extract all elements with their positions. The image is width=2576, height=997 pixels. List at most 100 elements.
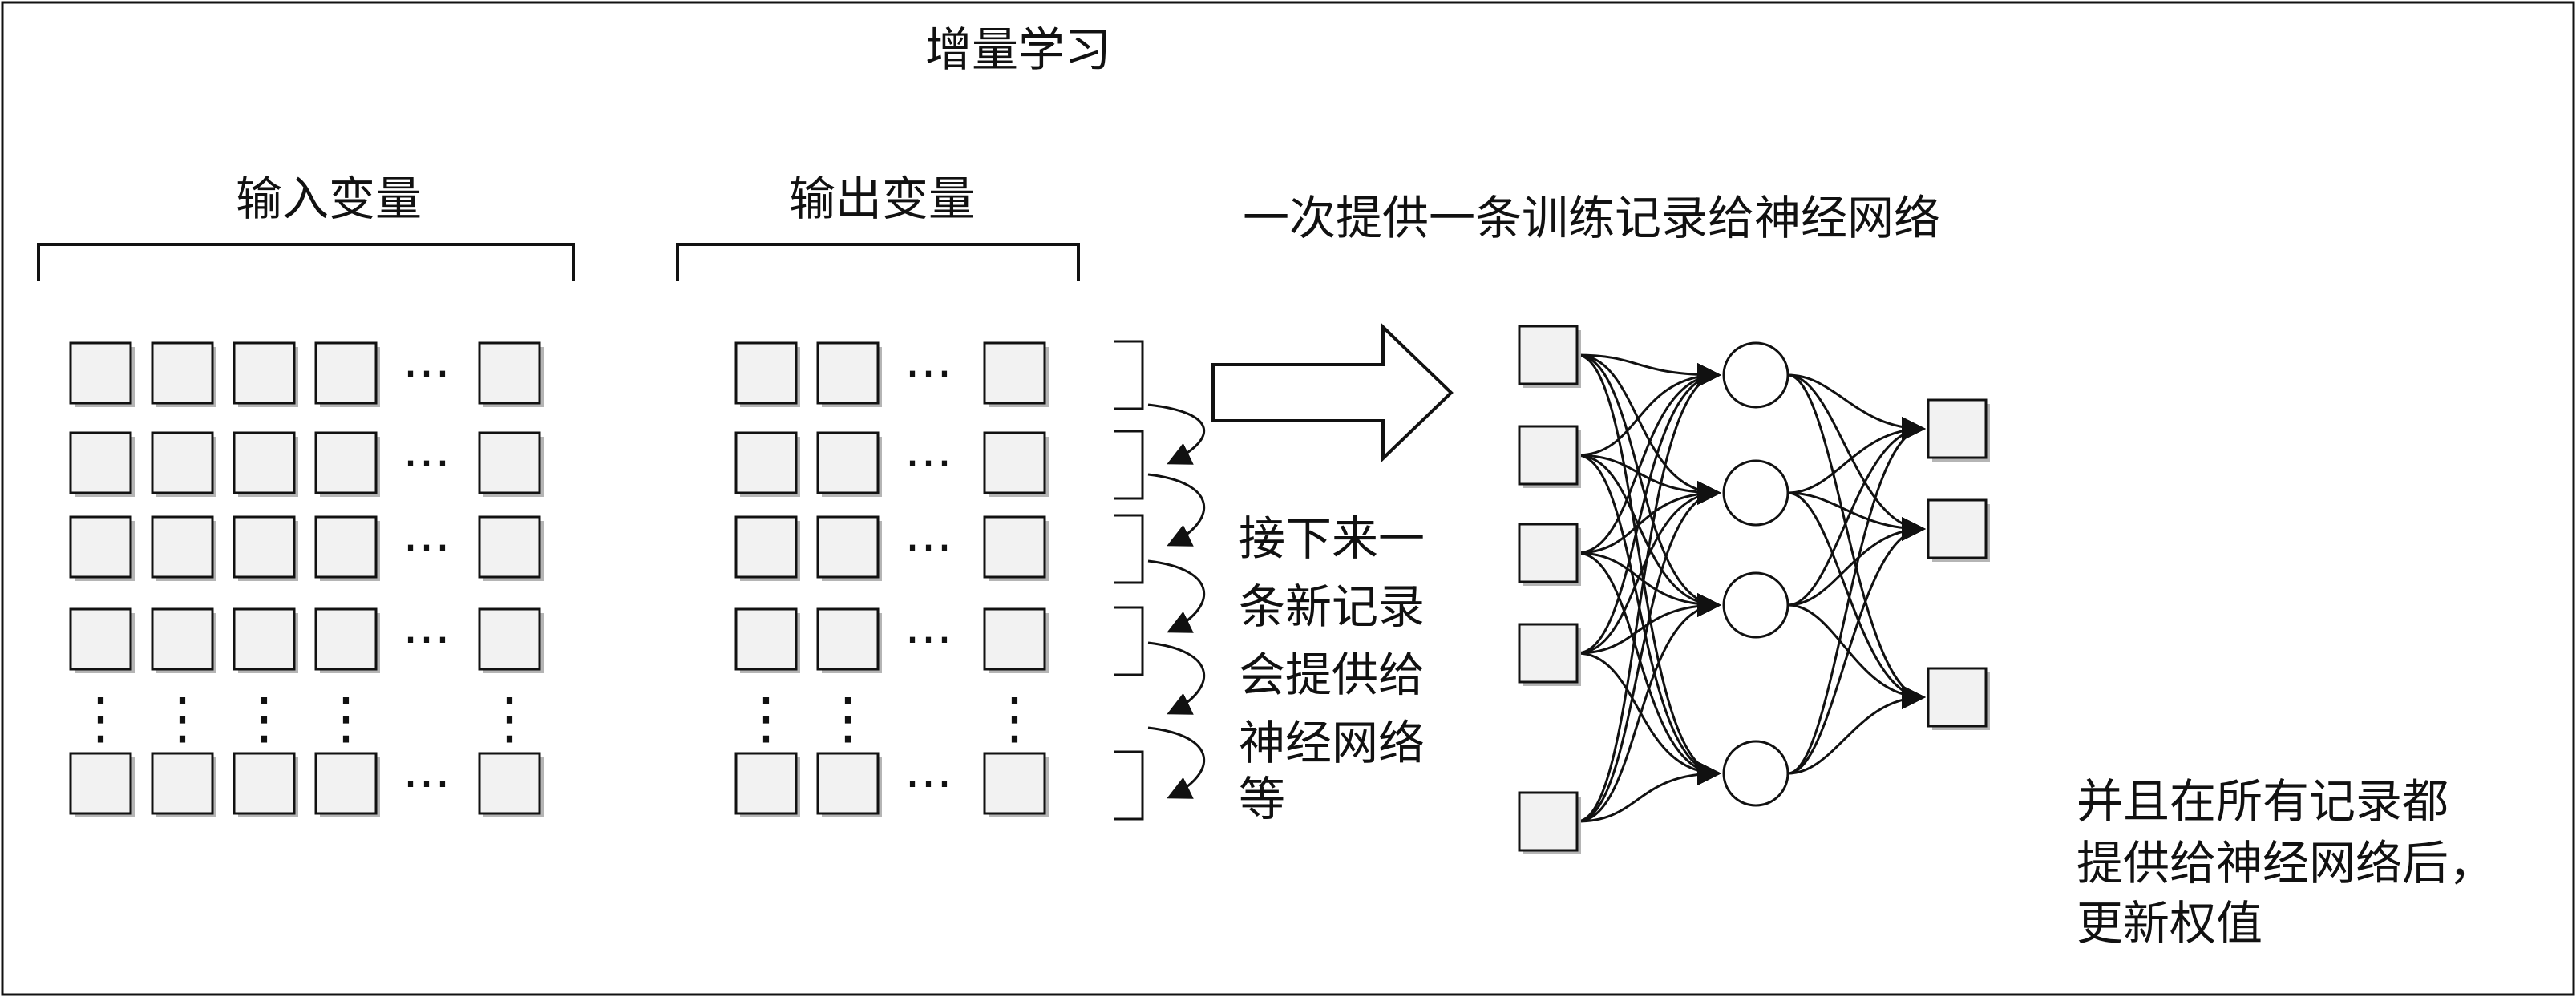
next-record-arrow [1147,726,1206,799]
ellipsis: … [904,599,952,655]
output-variable-cell [983,515,1049,581]
network-output-node [1927,498,1990,562]
input-variable-cell [233,341,298,407]
input-variable-cell [69,752,135,817]
record-bracket [1114,340,1144,410]
input-variable-cell [478,431,544,497]
vertical-ellipsis: ⋮ [482,685,538,751]
input-hidden-connection [1576,363,1721,457]
input-variable-cell [478,752,544,817]
input-hidden-connection [1576,593,1721,823]
update-weights-note-line: 并且在所有记录都 [2077,774,2449,829]
input-variable-cell [69,341,135,407]
hidden-output-connection [1787,417,1926,494]
next-record-note-line: 接下来一 [1239,511,1425,566]
network-input-node [1518,623,1581,686]
input-hidden-connection [1576,551,1721,785]
ellipsis: … [904,743,952,799]
input-variable-cell [478,341,544,407]
input-variable-cell [233,752,298,817]
network-hidden-node [1722,341,1789,409]
hidden-output-connection [1787,373,1926,541]
ellipsis: … [402,333,451,389]
one-record-at-a-time-note: 一次提供一条训练记录给神经网络 [1243,191,1940,245]
next-record-arrow [1147,403,1206,465]
hidden-output-connection [1787,491,1926,709]
input-hidden-connection [1576,481,1721,655]
next-record-note-line: 条新记录 [1239,579,1425,634]
input-hidden-connection [1576,363,1721,823]
ellipsis: … [904,507,952,563]
network-hidden-node [1722,459,1789,527]
ellipsis: … [402,507,451,563]
vertical-ellipsis: ⋮ [73,685,129,751]
output-variable-cell [983,431,1049,497]
input-variable-cell [233,431,298,497]
output-variable-cell [816,515,882,581]
network-input-node [1518,425,1581,488]
input-hidden-connection [1576,363,1721,555]
next-record-note-line: 神经网络 [1239,716,1425,770]
input-hidden-connection [1576,353,1721,617]
input-hidden-connection [1576,481,1721,555]
input-hidden-connection [1576,481,1721,823]
input-hidden-connection [1576,652,1721,785]
input-variables-grid: ……………⋮⋮⋮⋮⋮ [69,333,544,817]
input-variable-cell [233,607,298,673]
input-variable-cell [233,515,298,581]
input-variables-label: 输入变量 [236,172,422,226]
output-variables-label: 输出变量 [789,172,975,226]
output-variables-bracket [676,243,1080,281]
output-variable-cell [734,752,800,817]
input-variable-cell [478,515,544,581]
vertical-ellipsis: ⋮ [155,685,211,751]
feed-arrow [1211,323,1454,462]
output-variable-cell [734,515,800,581]
ellipsis: … [402,743,451,799]
hidden-output-connection [1787,417,1926,607]
input-hidden-connection [1576,454,1721,617]
next-record-note: 接下来一 条新记录 会提供给 神经网络 等 [1239,511,1425,826]
input-variable-cell [151,752,216,817]
update-weights-note-line: 更新权值 [2077,896,2263,951]
output-variable-cell [983,341,1049,407]
input-hidden-connection [1576,454,1721,785]
network-input-node [1518,325,1581,388]
hidden-output-connection [1787,517,1926,775]
vertical-ellipsis: ⋮ [237,685,293,751]
hidden-output-connection [1787,373,1926,709]
hidden-output-connection [1787,417,1926,775]
output-variable-cell [983,752,1049,817]
input-hidden-connection [1576,353,1721,505]
ellipsis: … [904,422,952,478]
network-input-node [1518,791,1581,854]
input-hidden-connection [1576,353,1721,785]
next-record-arrow [1147,473,1206,547]
vertical-ellipsis: ⋮ [820,685,876,751]
output-variable-cell [734,607,800,673]
next-record-note-line: 会提供给 [1239,648,1425,702]
input-variable-cell [69,607,135,673]
record-bracket [1114,750,1144,821]
input-hidden-connection [1576,551,1721,617]
input-variable-cell [478,607,544,673]
input-variable-cell [151,341,216,407]
vertical-ellipsis: ⋮ [318,685,374,751]
input-variables-bracket [37,243,575,281]
ellipsis: … [904,333,952,389]
hidden-output-connection [1787,685,1926,775]
hidden-output-connection [1787,373,1926,441]
next-record-arrows [1114,340,1206,821]
output-variable-cell [983,607,1049,673]
output-variable-cell [734,431,800,497]
input-variable-cell [151,515,216,581]
output-variable-cell [734,341,800,407]
diagram-title: 增量学习 [925,22,1111,77]
input-variable-cell [314,341,380,407]
next-record-note-line: 等 [1239,772,1285,826]
network-hidden-node [1722,740,1789,807]
input-variable-cell [69,515,135,581]
update-weights-note-line: 提供给神经网络后， [2077,836,2495,890]
